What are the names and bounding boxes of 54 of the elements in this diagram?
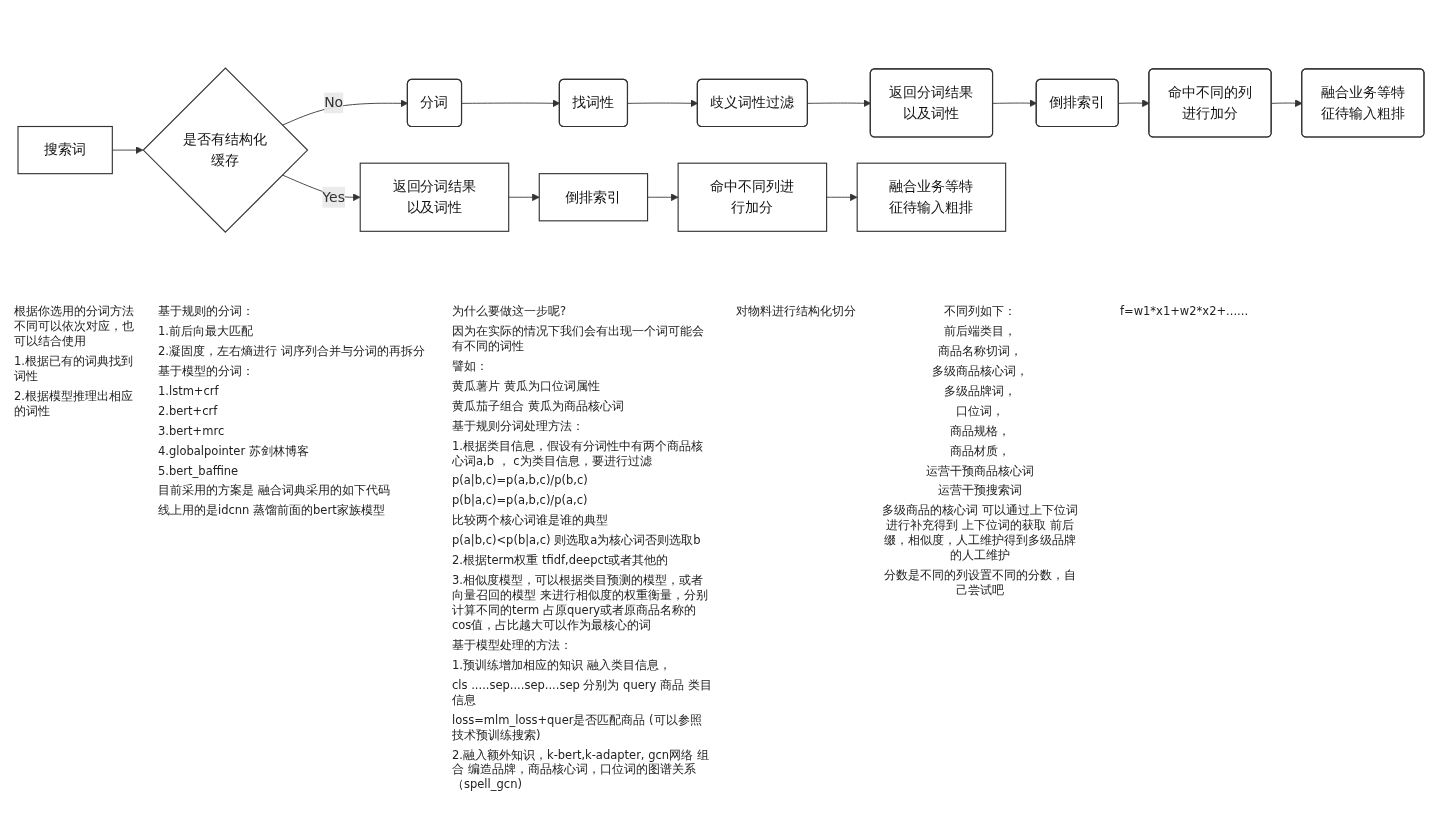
note-text: 为什么要做这一步呢? <box>452 304 568 319</box>
note-text: 运营干预商品核心词 <box>925 463 1035 479</box>
note-text: 1.预训练增加相应的知识 融入类目信息， <box>452 657 672 673</box>
note-text: 基于模型的分词： <box>158 363 255 379</box>
note-text: 2.根据模型推理出相应的词性 <box>14 388 134 419</box>
note-text: 1.前后向最大匹配 <box>158 323 254 339</box>
note-text: 2.融入额外知识，k-bert,k-adapter, gcn网络 组合 编造品牌，商品核心词，口位词的图谱关系（spell_gcn) <box>452 747 710 793</box>
note-text: 对物料进行结构化切分 <box>735 304 857 319</box>
note-text: 多级品牌词， <box>943 383 1017 399</box>
note-text: p(a|b,c)<p(b|a,c) 则选取a为核心词否则选取b <box>452 533 702 549</box>
node-box: 融合业务等特征待输入粗排 <box>856 162 1006 232</box>
node-diamond: 是否有结构化缓存 <box>142 67 308 233</box>
note-text: 2.根据term权重 tfidf,deepct或者其他的 <box>452 553 670 569</box>
node-box: 命中不同列进行加分 <box>677 162 827 232</box>
note-text: 商品材质， <box>949 443 1011 459</box>
note-text: 分数是不同的列设置不同的分数，自己尝试吧 <box>883 568 1077 598</box>
note-text: 1.根据类目信息，假设有分词性中有两个商品核心词a,b ， c为类目信息，要进行过滤 <box>452 438 704 469</box>
note-text: 3.bert+mrc <box>158 423 226 439</box>
note-text: 运营干预搜索词 <box>937 483 1023 499</box>
note-text: 基于模型处理的方法： <box>452 637 573 653</box>
edge-label: Yes <box>321 188 345 206</box>
note-text: 根据你选用的分词方法不同可以依次对应，也可以结合使用 <box>14 304 135 349</box>
note-text: p(a|b,c)=p(a,b,c)/p(b,c) <box>452 473 589 489</box>
note-text: p(b|a,c)=p(a,b,c)/p(a,c) <box>452 493 589 509</box>
edge-label: No <box>323 94 343 111</box>
note-text: 比较两个核心词谁是谁的典型 <box>452 513 609 529</box>
note-text: 多级商品核心词， <box>931 363 1029 379</box>
note-text: 目前采用的方案是 融合词典采用的如下代码 <box>158 483 391 499</box>
note-text: 商品规格， <box>949 423 1011 439</box>
note-text: 多级商品的核心词 可以通过上下位词进行补充得到 上下位词的获取 前后缀，相似度，人工维护得到多级品牌的人工维护 <box>881 503 1079 564</box>
node-box: 倒排索引 <box>538 173 648 222</box>
note-text: cls .....sep....sep....sep 分别为 query 商品 类目信息 <box>452 677 712 708</box>
note-text: 不同列如下： <box>943 304 1017 319</box>
note-text: 譬如： <box>452 358 489 374</box>
note-text: 黄瓜薯片 黄瓜为口位词属性 <box>452 378 601 394</box>
note-text: 1.lstm+crf <box>158 383 220 399</box>
node-box: 返回分词结果以及词性 <box>359 162 509 232</box>
note-text: 5.bert_baffine <box>158 463 240 479</box>
note-text: 4.globalpointer 苏剑林博客 <box>158 443 310 459</box>
note-text: 2.凝固度，左右熵进行 词序列合并与分词的再拆分 <box>158 343 426 359</box>
note-text: f=w1*x1+w2*x2+...... <box>1118 304 1250 319</box>
note-text: loss=mlm_loss+quer是否匹配商品 (可以参照技术预训练搜索) <box>452 712 703 743</box>
note-text: 因为在实际的情况下我们会有出现一个词可能会有不同的词性 <box>452 323 705 354</box>
note-text: 黄瓜茄子组合 黄瓜为商品核心词 <box>452 398 625 414</box>
note-text: 基于规则的分词： <box>158 304 255 319</box>
note-text: 前后端类目， <box>943 323 1017 339</box>
note-text: 1.根据已有的词典找到词性 <box>14 353 134 384</box>
note-text: 口位词， <box>955 403 1005 419</box>
node-box: 搜索词 <box>16 125 113 175</box>
note-text: 商品名称切词， <box>937 343 1023 359</box>
note-text: 2.bert+crf <box>158 403 219 419</box>
note-text: 线上用的是idcnn 蒸馏前面的bert家族模型 <box>158 503 386 519</box>
note-text: 基于规则分词处理方法： <box>452 418 585 434</box>
note-text: 3.相似度模型，可以根据类目预测的模型，或者向量召回的模型 来进行相似度的权重衡量，分别计算不同的term 占原query或者原商品名称的cos值，占比越大可以作为最核心的词 <box>452 573 709 633</box>
